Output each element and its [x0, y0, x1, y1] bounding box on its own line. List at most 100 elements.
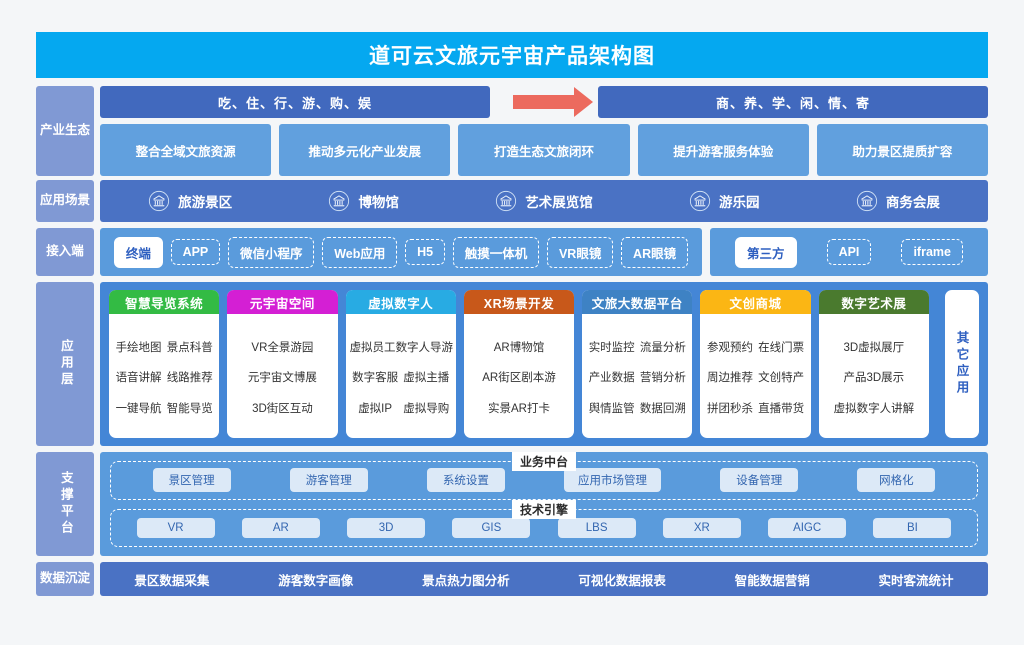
app-card-item[interactable]: 文创特产	[758, 372, 805, 384]
app-card-title: 文创商城	[700, 290, 811, 314]
app-card-item[interactable]: 实景AR打卡	[487, 402, 550, 415]
industry-cell[interactable]: 打造生态文旅闭环	[458, 124, 630, 176]
app-card-item[interactable]: 景点科普	[166, 341, 213, 354]
app-card-item[interactable]: 舆情监管	[588, 402, 635, 415]
app-card-7[interactable]: 数字艺术展 3D虚拟展厅产品3D展示虚拟数字人讲解	[818, 290, 929, 438]
support-pill-2[interactable]: 游客管理	[289, 468, 368, 493]
support-pill-4[interactable]: 应用市场管理	[564, 468, 662, 493]
app-card-item[interactable]: 流量分析	[639, 341, 686, 354]
app-card-item[interactable]: 3D虚拟展厅	[843, 341, 905, 354]
thirdparty-chip-2[interactable]: API	[826, 239, 872, 265]
bank-icon	[496, 190, 517, 212]
access-chip-2[interactable]: APP	[170, 239, 221, 265]
app-card-item[interactable]: 营销分析	[639, 372, 686, 384]
app-card-item[interactable]: 语音讲解	[115, 372, 162, 384]
app-card-item[interactable]: 智能导览	[166, 402, 213, 415]
scene-item-3[interactable]: 艺术展览馆	[495, 190, 593, 212]
support-pill-5[interactable]: 设备管理	[720, 468, 799, 493]
app-card-row: 虚拟IP 虚拟导购	[350, 400, 452, 416]
support-pill-1[interactable]: VR	[136, 517, 215, 538]
app-card-item[interactable]: 数字客服	[352, 372, 399, 384]
app-card-item[interactable]: 虚拟员工	[349, 341, 396, 354]
support-pill-3[interactable]: 3D	[347, 517, 426, 538]
access-chip-7[interactable]: VR眼镜	[546, 236, 614, 268]
access-chip-8[interactable]: AR眼镜	[621, 236, 689, 268]
support-pill-6[interactable]: 网格化	[857, 468, 936, 493]
app-card-row: AR博物馆	[468, 339, 570, 355]
scene-item-4[interactable]: 游乐园	[689, 190, 760, 212]
industry-cell[interactable]: 提升游客服务体验	[637, 124, 809, 176]
app-card-item[interactable]: 虚拟IP	[358, 402, 393, 415]
support-pill-1[interactable]: 景区管理	[152, 468, 231, 493]
data-item-4[interactable]: 可视化数据报表	[578, 573, 666, 588]
support-pill-5[interactable]: LBS	[557, 517, 636, 538]
app-card-item[interactable]: AR街区剧本游	[482, 372, 556, 384]
app-card-item[interactable]: 拼团秒杀	[706, 402, 753, 415]
industry-cell[interactable]: 助力景区提质扩容	[816, 124, 989, 176]
app-card-item[interactable]: 虚拟主播	[403, 372, 450, 384]
scene-item-1[interactable]: 旅游景区	[148, 190, 232, 212]
app-card-item[interactable]: 手绘地图	[115, 341, 162, 354]
support-pill-6[interactable]: XR	[662, 517, 741, 538]
app-card-item[interactable]: 产品3D展示	[843, 372, 905, 384]
access-chip-6[interactable]: 触摸一体机	[452, 236, 540, 268]
app-card-item[interactable]: 线路推荐	[166, 372, 213, 384]
app-card-item[interactable]: VR全景游园	[251, 341, 314, 354]
app-card-item[interactable]: 元宇宙文博展	[247, 372, 317, 384]
access-chip-4[interactable]: Web应用	[322, 236, 398, 268]
data-item-3[interactable]: 景点热力图分析	[422, 573, 510, 588]
industry-cell[interactable]: 推动多元化产业发展	[279, 124, 451, 176]
app-card-title: 元宇宙空间	[227, 290, 338, 314]
app-card-item[interactable]: 一键导航	[115, 402, 162, 415]
support-pill-3[interactable]: 系统设置	[426, 468, 505, 493]
thirdparty-chip-1[interactable]: 第三方	[735, 236, 797, 268]
industry-cell[interactable]: 整合全域文旅资源	[100, 124, 272, 176]
app-card-item[interactable]: 产业数据	[588, 372, 635, 384]
industry-pill-right[interactable]: 商、养、学、闲、情、寄	[598, 86, 988, 118]
other-applications-box[interactable]: 其它应用	[945, 290, 979, 438]
data-item-2[interactable]: 游客数字画像	[278, 573, 354, 588]
support-pill-8[interactable]: BI	[873, 517, 952, 538]
app-card-row: VR全景游园	[231, 339, 333, 355]
access-chip-1[interactable]: 终端	[113, 236, 163, 268]
app-card-item[interactable]: 数据回溯	[639, 402, 686, 415]
app-card-item[interactable]: 虚拟导购	[403, 402, 450, 415]
app-card-item[interactable]: 周边推荐	[706, 372, 753, 384]
app-card-item[interactable]: AR博物馆	[493, 341, 545, 354]
app-card-row: 周边推荐文创特产	[704, 369, 806, 385]
app-card-item[interactable]: 数字人导游	[395, 341, 454, 354]
app-card-title: 数字艺术展	[818, 290, 929, 314]
access-chip-3[interactable]: 微信小程序	[227, 236, 315, 268]
app-card-body: VR全景游园元宇宙文博展 3D街区互动	[227, 314, 337, 438]
support-pill-4[interactable]: GIS	[452, 517, 531, 538]
access-chip-5[interactable]: H5	[405, 239, 446, 265]
support-pill-7[interactable]: AIGC	[768, 517, 847, 538]
support-pill-2[interactable]: AR	[241, 517, 320, 538]
data-item-5[interactable]: 智能数据营销	[734, 573, 810, 588]
app-card-2[interactable]: 元宇宙空间 VR全景游园元宇宙文博展 3D街区互动	[227, 290, 338, 438]
app-card-item[interactable]: 参观预约	[706, 341, 753, 354]
data-item-1[interactable]: 景区数据采集	[134, 573, 210, 588]
thirdparty-chip-3[interactable]: iframe	[901, 239, 963, 265]
app-card-item[interactable]: 虚拟数字人讲解	[833, 402, 915, 415]
app-card-item[interactable]: 在线门票	[758, 341, 805, 354]
app-card-item[interactable]: 3D街区互动	[252, 402, 313, 415]
app-card-1[interactable]: 智慧导览系统手绘地图景点科普语音讲解线路推荐一键导航智能导览	[109, 290, 220, 438]
scene-item-2[interactable]: 博物馆	[328, 190, 399, 212]
industry-pill-left[interactable]: 吃、住、行、游、购、娱	[100, 86, 490, 118]
bank-icon	[689, 190, 711, 212]
app-card-item[interactable]: 直播带货	[758, 402, 805, 415]
app-card-item[interactable]: 实时监控	[588, 341, 635, 354]
app-card-6[interactable]: 文创商城参观预约在线门票周边推荐文创特产拼团秒杀直播带货	[700, 290, 811, 438]
scene-bar: 旅游景区 博物馆 艺术展览馆 游乐园 商务会展	[100, 180, 988, 222]
scene-item-5[interactable]: 商务会展	[856, 190, 940, 212]
app-card-5[interactable]: 文旅大数据平台实时监控流量分析产业数据营销分析舆情监管数据回溯	[582, 290, 693, 438]
industry-cells: 整合全域文旅资源 推动多元化产业发展 打造生态文旅闭环 提升游客服务体验 助力景…	[100, 124, 989, 176]
data-item-6[interactable]: 实时客流统计	[878, 573, 954, 588]
